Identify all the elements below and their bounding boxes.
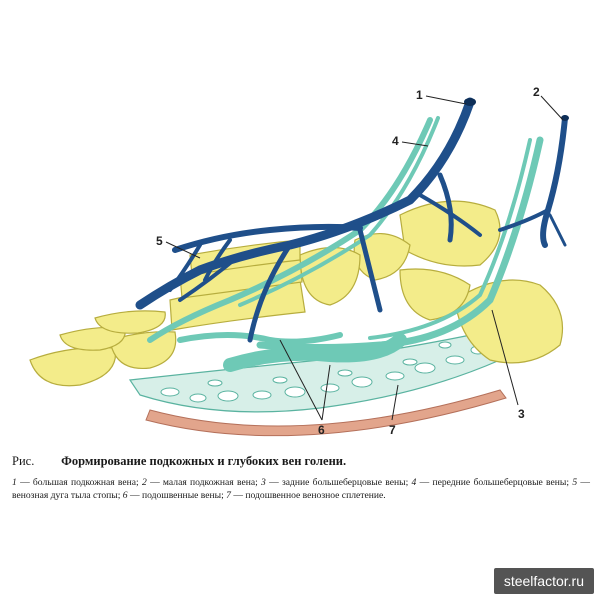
legend-number: 6 (122, 490, 128, 501)
cuneiforms (299, 246, 361, 306)
ssv-branch-b (548, 213, 567, 247)
legend-item: 5 — венозная дуга тыла стопы; (12, 477, 590, 501)
callout-4: 4 (392, 134, 399, 148)
cuboid (399, 268, 471, 321)
calcaneus (454, 279, 564, 364)
legend-item: 3 — задние большеберцовые вены; (261, 477, 412, 488)
gsv-cut-end (464, 98, 476, 106)
ssv-branch-a (498, 208, 550, 232)
callout-3: 3 (518, 407, 525, 421)
legend-text: — венозная дуга тыла стопы; (12, 477, 590, 501)
legend-item: 1 — большая подкожная вена; (12, 477, 142, 488)
toe-phalanx-3 (59, 326, 126, 351)
caption-title-line: Рис. Формирование подкожных и глубоких в… (12, 454, 590, 469)
caption-title: Формирование подкожных и глубоких вен го… (61, 454, 347, 468)
plantar-veins-b (177, 332, 343, 345)
leader-lines (165, 95, 564, 421)
gsv-branch-b (357, 227, 383, 313)
legend-number: 1 (12, 477, 17, 488)
caption-legend: 1 — большая подкожная вена; 2 — малая по… (12, 476, 590, 502)
caption-prefix: Рис. (12, 454, 35, 468)
legend-text: — задние большеберцовые вены; (265, 477, 412, 488)
legend-text: — передние большеберцовые вены; (416, 477, 573, 488)
gsv-branch-e (418, 193, 482, 237)
legend-item: 6 — подошвенные вены; (123, 490, 226, 501)
legend-number: 5 (572, 477, 578, 488)
legend-number: 2 (142, 477, 147, 488)
anterior-tibial-veins (147, 117, 433, 343)
dorsal-venous-arch (172, 223, 363, 253)
legend-number: 3 (261, 477, 266, 488)
anterior-tibial-veins-b (238, 116, 440, 307)
posterior-tibial-veins (256, 136, 544, 351)
legend-item: 4 — передние большеберцовые вены; (412, 477, 573, 488)
sole-skin (145, 389, 507, 437)
callout-6: 6 (318, 423, 325, 437)
posterior-tibial-veins-b (368, 138, 532, 340)
toe-phalanx-2 (109, 331, 177, 370)
legend-text: — малая подкожная вена; (146, 477, 262, 488)
callout-5: 5 (156, 234, 163, 248)
ssv-cut-end (561, 115, 569, 121)
plexus-mesh (160, 341, 486, 403)
arch-branch-a (168, 243, 202, 292)
figure-caption: Рис. Формирование подкожных и глубоких в… (12, 454, 590, 502)
toe-phalanx-4 (94, 310, 166, 334)
legend-text: — большая подкожная вена; (16, 477, 142, 488)
legend-number: 7 (226, 490, 231, 501)
superficial-veins (135, 97, 568, 343)
legend-text: — подошвенное венозное сплетение. (230, 490, 386, 501)
foot-vein-diagram: 1 2 4 5 3 6 7 (29, 85, 569, 437)
legend-number: 4 (411, 477, 417, 488)
arch-branch-b (203, 238, 232, 282)
legend-item: 2 — малая подкожная вена; (142, 477, 261, 488)
callout-7: 7 (389, 423, 396, 437)
legend-text: — подошвенные вены; (127, 490, 227, 501)
gsv-branch-c (247, 242, 293, 343)
plantar-veins (223, 333, 407, 372)
callout-2: 2 (533, 85, 540, 99)
watermark: steelfactor.ru (493, 568, 594, 594)
legend-item: 7 — подошвенное венозное сплетение. (226, 490, 385, 501)
gsv-branch-a (437, 172, 454, 243)
deep-veins (147, 116, 544, 372)
gsv-branch-d (178, 253, 242, 302)
toe-phalanx-1 (29, 346, 117, 387)
callout-1: 1 (416, 88, 423, 102)
great-saphenous-vein (135, 97, 475, 310)
